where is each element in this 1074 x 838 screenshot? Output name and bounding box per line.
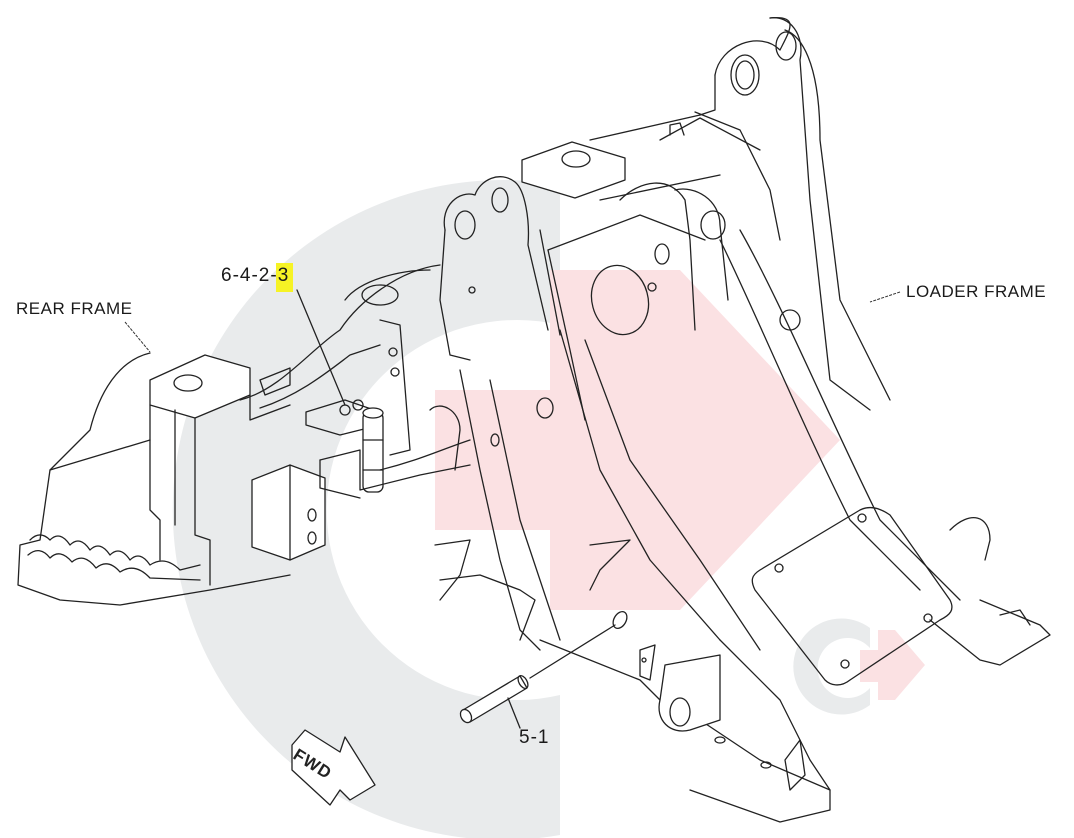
pin-part-5-1 <box>459 610 628 724</box>
brand-logo-small-watermark <box>793 618 925 715</box>
brand-logo-watermark <box>172 180 840 838</box>
callout-6-4-2-3[interactable]: 6-4-2-3 <box>221 263 294 292</box>
rear-frame-label: REAR FRAME <box>16 299 133 318</box>
rear-frame-drawing <box>17 264 471 606</box>
leader-lines <box>124 289 901 729</box>
fwd-arrow-icon <box>291 729 376 806</box>
callout-prefix: 6-4-2- <box>221 265 278 286</box>
callout-highlight: 3 <box>275 263 294 292</box>
callout-5-1[interactable]: 5-1 <box>519 727 550 748</box>
loader-frame-drawing <box>429 16 1051 823</box>
loader-frame-label: LOADER FRAME <box>906 282 1047 301</box>
